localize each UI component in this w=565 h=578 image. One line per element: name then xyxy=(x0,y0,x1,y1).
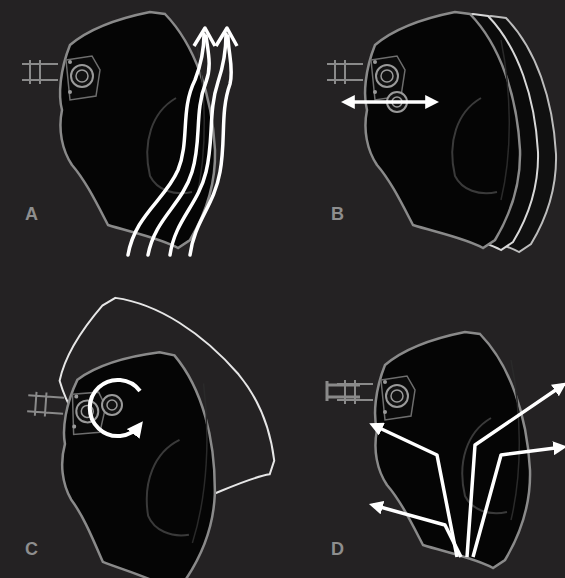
panel-letter: D xyxy=(331,540,344,558)
panel-letter: C xyxy=(25,540,38,558)
panel-letter: A xyxy=(25,205,38,223)
panel-letter: B xyxy=(331,205,344,223)
